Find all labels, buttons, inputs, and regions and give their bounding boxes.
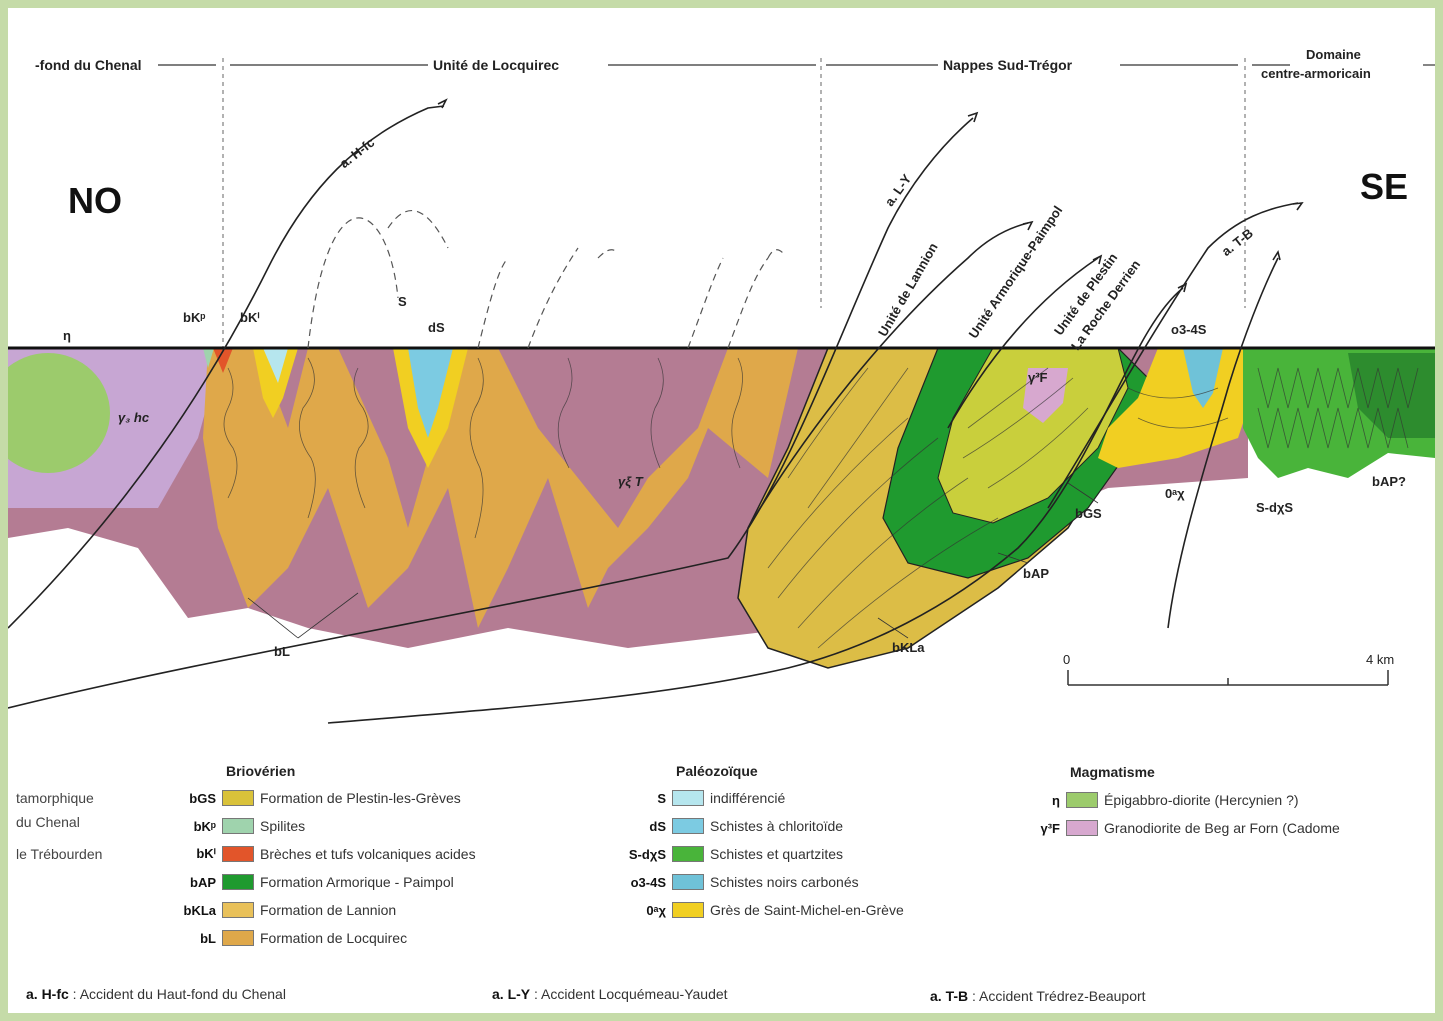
legend-label: Grès de Saint-Michel-en-Grève [710,902,904,918]
legend-code: η [1014,793,1060,808]
legend-label: Formation de Plestin-les-Grèves [260,790,461,806]
orientation-se: SE [1360,166,1408,208]
legend-label: Granodiorite de Beg ar Forn (Cadome [1104,820,1340,836]
legend-swatch [222,818,254,834]
legend-label: Épigabbro-diorite (Hercynien ?) [1104,792,1299,808]
legend-item: bKᵖ Spilites [170,816,305,836]
legend-label: Schistes et quartzites [710,846,843,862]
legend-item: dS Schistes à chloritoïde [620,816,843,836]
projected-folds [308,211,783,348]
legend-label: Schistes à chloritoïde [710,818,843,834]
legend-item: bKLa Formation de Lannion [170,900,396,920]
legend-swatch [672,790,704,806]
label-bapq: bAP? [1372,474,1406,489]
legend-item: S-dχS Schistes et quartzites [620,844,843,864]
legend-swatch [222,846,254,862]
accident-tb: a. T-B : Accident Trédrez-Beauport [930,988,1146,1004]
legend-swatch [222,790,254,806]
legend-item: γ³F Granodiorite de Beg ar Forn (Cadome [1014,818,1340,838]
orientation-nw: NO [68,180,122,222]
legend-item: η Épigabbro-diorite (Hercynien ?) [1014,790,1299,810]
scale-bar [1068,670,1388,685]
label-gamma-t: γξ T [618,474,643,489]
legend-item: bGS Formation de Plestin-les-Grèves [170,788,461,808]
label-ds: dS [428,320,445,335]
label-sdxs: S-dχS [1256,500,1293,515]
legend-code: bKⁱ [170,846,216,862]
legend-left-1: tamorphique [16,790,94,806]
label-gammaf: γ³F [1028,370,1048,385]
legend-left-3: le Trébourden [16,846,102,862]
legend-item: bKⁱ Brèches et tufs volcaniques acides [170,844,476,864]
label-o-chi: 0ᵃχ [1165,486,1185,501]
legend-code: S [620,791,666,806]
accident-hfc: a. H-fc : Accident du Haut-fond du Chena… [26,986,286,1002]
legend-item: o3-4S Schistes noirs carbonés [620,872,859,892]
legend-magmatisme-title: Magmatisme [1070,764,1155,780]
legend-swatch [672,874,704,890]
legend-code: bKLa [170,903,216,918]
legend-code: bL [170,931,216,946]
legend-swatch [1066,820,1098,836]
header-locquirec: Unité de Locquirec [430,57,562,73]
scale-end: 4 km [1366,652,1394,667]
legend-code: γ³F [1014,821,1060,836]
boundary-dashes [223,58,1245,348]
label-bkla: bKLa [892,640,925,655]
legend-code: 0ᵃχ [620,903,666,918]
legend-item: 0ᵃχ Grès de Saint-Michel-en-Grève [620,900,904,920]
legend-briovérien-title: Briovérien [226,763,295,779]
legend-label: Schistes noirs carbonés [710,874,859,890]
legend-swatch [222,930,254,946]
legend-code: bKᵖ [170,819,216,834]
legend-label: Formation de Locquirec [260,930,407,946]
legend-swatch [222,902,254,918]
label-gamma-hc: γ₃ hc [118,410,149,425]
legend-paleozoique-title: Paléozoïque [676,763,758,779]
header-centre-line1: Domaine [1303,47,1364,62]
label-s: S [398,294,407,309]
legend-left-2: du Chenal [16,814,80,830]
legend-swatch [672,818,704,834]
legend-item: bAP Formation Armorique - Paimpol [170,872,454,892]
legend-swatch [672,846,704,862]
header-chenal: -fond du Chenal [32,57,145,73]
legend-swatch [1066,792,1098,808]
label-bkp: bKᵖ [183,310,205,325]
accident-ly: a. L-Y : Accident Locquémeau-Yaudet [492,986,728,1002]
legend-item: bL Formation de Locquirec [170,928,407,948]
legend-label: Spilites [260,818,305,834]
legend-code: dS [620,819,666,834]
scale-zero: 0 [1063,652,1070,667]
legend-swatch [222,874,254,890]
label-bgs: bGS [1075,506,1102,521]
legend-label: Formation de Lannion [260,902,396,918]
legend-item: Sindifférencié [620,788,785,808]
label-eta: η [63,328,71,343]
legend-code: bAP [170,875,216,890]
header-sud-tregor: Nappes Sud-Trégor [940,57,1075,73]
header-centre-line2: centre-armoricain [1258,66,1374,81]
legend-label: indifférencié [710,790,785,806]
legend-label: Formation Armorique - Paimpol [260,874,454,890]
label-o34s: o3-4S [1171,322,1206,337]
legend-code: o3-4S [620,875,666,890]
label-bl: bL [274,644,290,659]
legend-code: S-dχS [620,847,666,862]
legend-swatch [672,902,704,918]
label-bap: bAP [1023,566,1049,581]
legend-label: Brèches et tufs volcaniques acides [260,846,476,862]
legend-code: bGS [170,791,216,806]
label-bki: bKⁱ [240,310,260,326]
